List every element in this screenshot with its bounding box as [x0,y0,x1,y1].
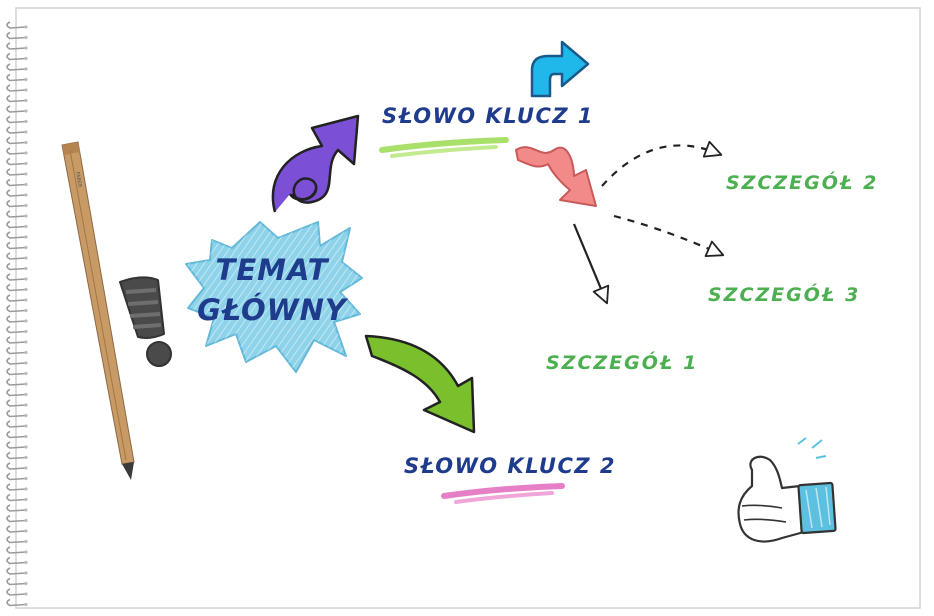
pencil-icon: FABER [61,141,135,480]
main-topic-line-2: GŁÓWNY [197,293,347,327]
wavy-arrow-icon [515,146,597,207]
detail-2-label: SZCZEGÓŁ 2 [726,172,879,194]
keyword-2-underline [441,483,565,504]
detail-1-label: SZCZEGÓŁ 1 [546,352,699,374]
pencil-brand: FABER [74,171,83,188]
right-turn-arrow-icon [530,40,590,98]
main-topic-label: TEMAT GŁÓWNY [186,250,358,330]
thumbs-up-icon [737,437,837,543]
main-topic-line-1: TEMAT [215,253,329,287]
keyword-1-label: SŁOWO KLUCZ 1 [382,104,595,128]
dashed-arrow-to-detail-2 [601,140,723,187]
detail-3-label: SZCZEGÓŁ 3 [708,284,861,306]
curly-arrow-icon [271,114,360,213]
main-topic-burst [185,221,363,373]
exclamation-mark-icon [119,276,172,367]
curved-arrow-icon [364,334,476,434]
outline-arrow-icon [572,223,610,305]
keyword-1-underline [379,137,509,158]
spiral-binding-icon [6,21,28,607]
keyword-2-label: SŁOWO KLUCZ 2 [404,454,617,478]
